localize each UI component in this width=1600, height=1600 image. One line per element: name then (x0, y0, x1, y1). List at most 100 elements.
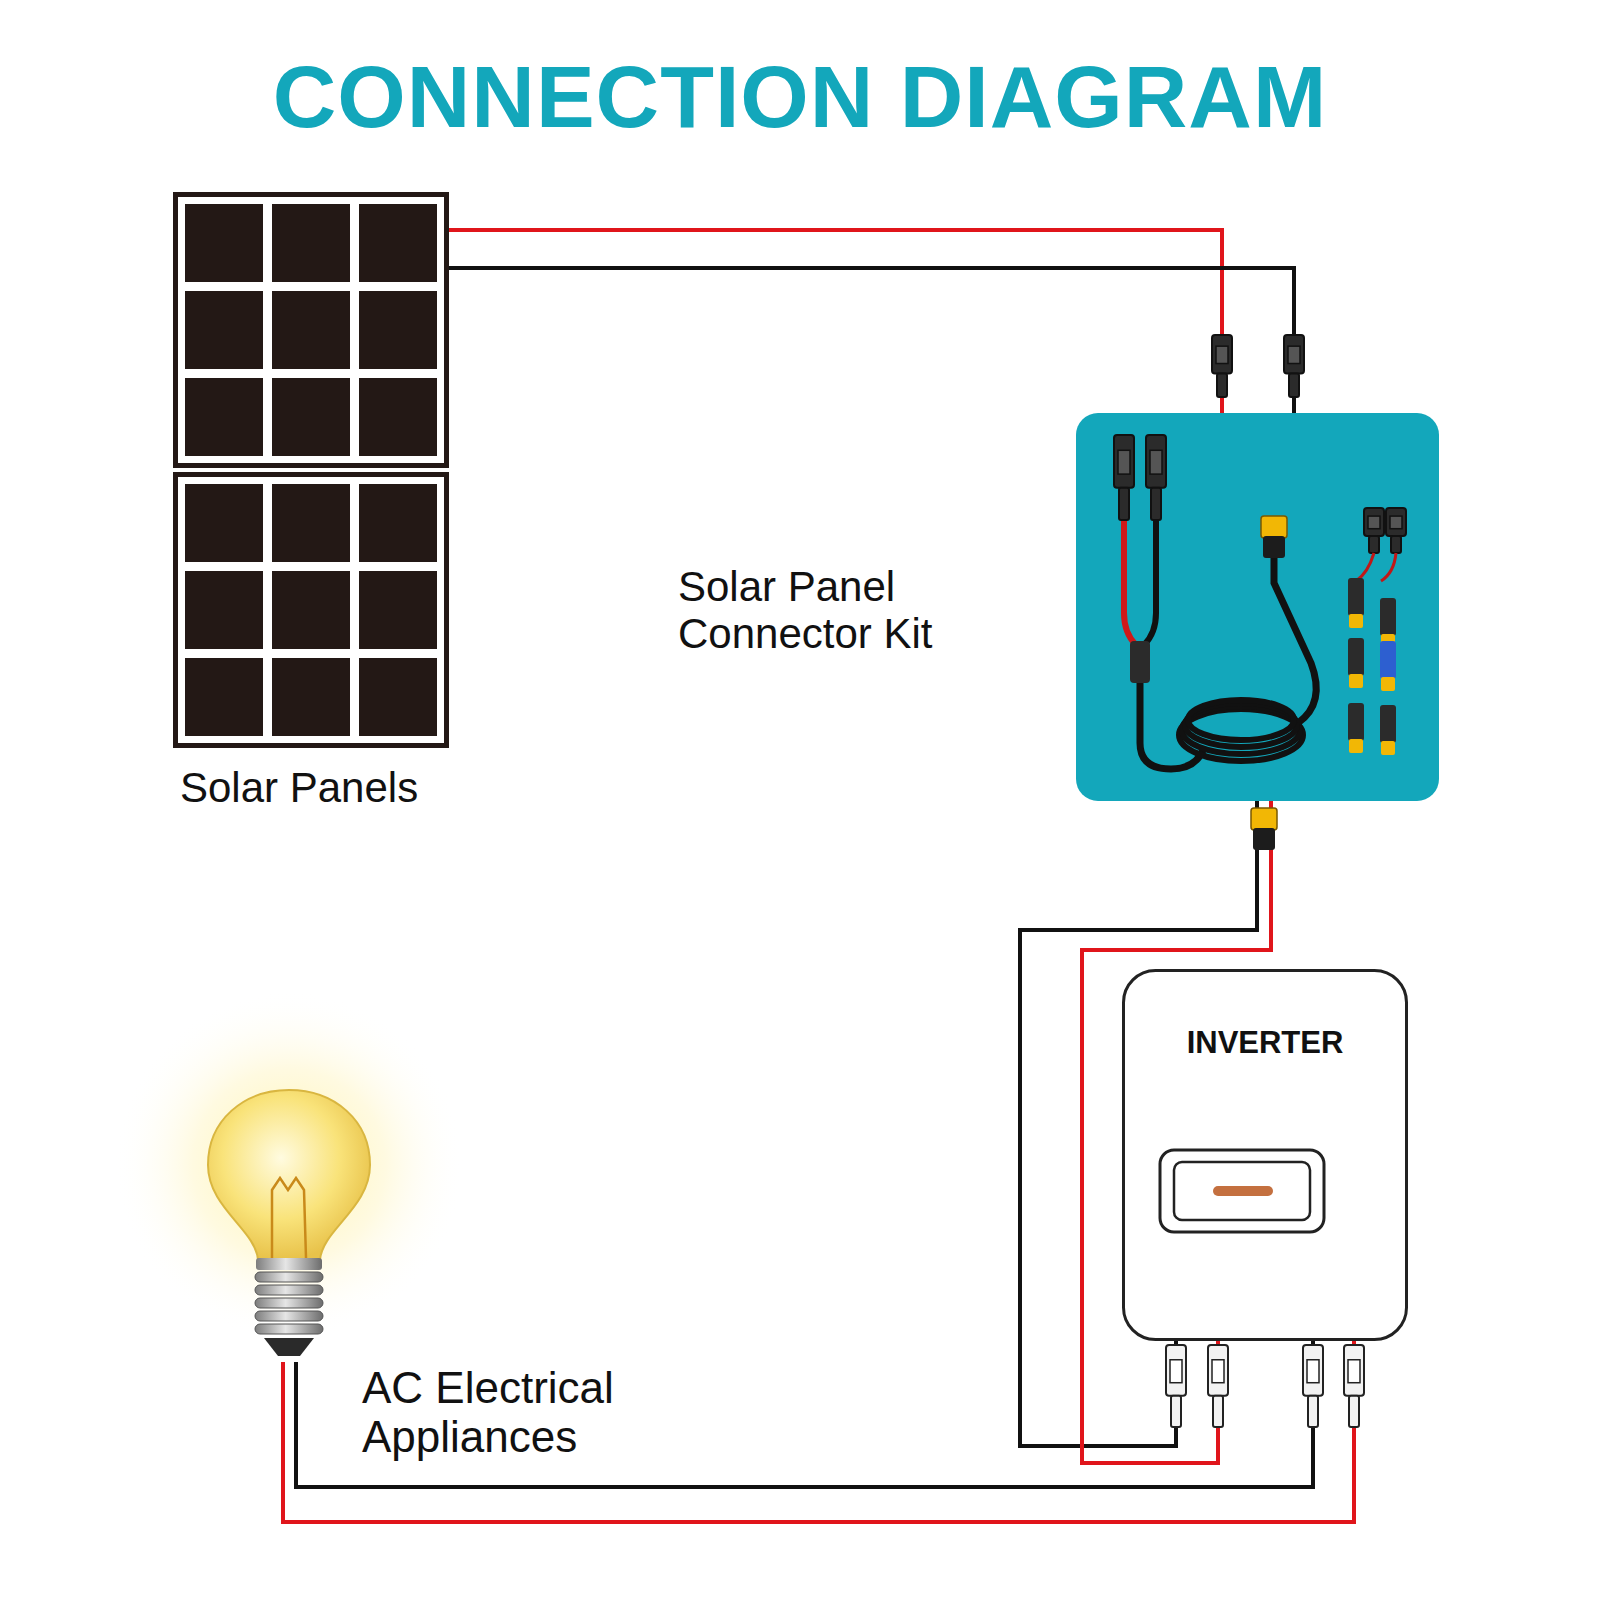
adapter-plug (1380, 705, 1396, 755)
module-frame (176, 475, 447, 746)
wire-pair (449, 230, 1294, 413)
diagram-title: CONNECTION DIAGRAM (0, 46, 1600, 148)
connector-body (1364, 508, 1384, 536)
connector-grip (1307, 1360, 1319, 1383)
connector-body (1284, 335, 1304, 373)
connector-tail (1119, 488, 1129, 520)
adapter-tip (1349, 674, 1363, 688)
connector-body (1208, 1345, 1228, 1396)
adapter-body (1380, 598, 1396, 636)
xt60-shell (1261, 516, 1287, 538)
appliance-bulb-shape (200, 1090, 378, 1362)
connector-grip (1118, 450, 1130, 474)
solar-panel-shape (173, 192, 449, 748)
inverter-box-shape (1122, 969, 1408, 1341)
appliance-bulb: AC Electrical Appliances (200, 1090, 378, 1362)
xt60-shell (1251, 808, 1277, 830)
connector-grip (1212, 1360, 1224, 1383)
adapter-tip (1381, 677, 1395, 691)
adapter-plug (1348, 578, 1364, 628)
adapter-body (1380, 641, 1396, 679)
cable-black (1144, 518, 1156, 645)
kit-panel (1076, 413, 1439, 801)
bulb-thread (255, 1311, 323, 1321)
solar-module (176, 195, 447, 466)
connector-body (1386, 508, 1406, 536)
connector-tail (1217, 373, 1227, 397)
solar-cell (272, 658, 350, 736)
connector-tail (1308, 1396, 1318, 1427)
solar-module (176, 475, 447, 746)
cable-coil (1188, 700, 1294, 740)
connector-tail (1391, 536, 1401, 553)
adapter-tip (1349, 739, 1363, 753)
xt60-boot (1253, 828, 1275, 850)
connector-body (1114, 435, 1134, 488)
solar-cell (185, 291, 263, 369)
connector-grip (1368, 516, 1380, 529)
adapter-body (1348, 703, 1364, 741)
connector-body (1212, 335, 1232, 373)
solar-cell (359, 571, 437, 649)
mc4-connector (1212, 335, 1232, 397)
mc4-connector (1146, 435, 1166, 520)
negative-wire (449, 268, 1294, 413)
inverter-housing (1124, 971, 1407, 1340)
inverter-display-frame (1160, 1150, 1324, 1232)
connector-body (1344, 1345, 1364, 1396)
inverter-box: INVERTER (1122, 969, 1408, 1341)
connector-grip (1216, 346, 1228, 363)
light-bulb (208, 1090, 370, 1356)
solar-cell (359, 484, 437, 562)
branch-connector (1130, 641, 1150, 683)
bulb-thread (255, 1298, 323, 1308)
connector-grip (1170, 1360, 1182, 1383)
positive-wire (449, 230, 1222, 413)
connector-grip (1390, 516, 1402, 529)
part-label: Solar Panels (180, 764, 418, 811)
solar-cell (272, 484, 350, 562)
solar-cell (359, 291, 437, 369)
adapter-tip (1381, 741, 1395, 755)
adapter-body (1348, 578, 1364, 616)
solar-cell (185, 571, 263, 649)
bulb-glow (114, 990, 464, 1340)
bulb-collar (256, 1258, 322, 1270)
solar-cell (185, 378, 263, 456)
solar-panel: Solar Panels (173, 192, 449, 748)
adapter-lead (1356, 553, 1396, 581)
cable-red (1124, 518, 1136, 645)
xt60-connector (1251, 808, 1277, 850)
positive-wire (283, 1341, 1354, 1522)
connector-tail (1369, 536, 1379, 553)
solar-cell (272, 204, 350, 282)
connector-tail (1151, 488, 1161, 520)
connector-body (1303, 1345, 1323, 1396)
mc4-connector (1208, 1345, 1228, 1427)
solar-cell (272, 571, 350, 649)
module-frame (176, 195, 447, 466)
bulb-thread (255, 1272, 323, 1282)
part-label: Solar Panel Connector Kit (678, 563, 978, 657)
connector-tail (1289, 373, 1299, 397)
mc4-connector (1364, 508, 1384, 553)
mc4-connector (1344, 1345, 1364, 1427)
connector-grip (1288, 346, 1300, 363)
connector-body (1166, 1345, 1186, 1396)
kit-illustration (1114, 435, 1406, 769)
status-led (1218, 1186, 1268, 1196)
xt60-boot (1263, 536, 1285, 558)
part-label: AC Electrical Appliances (362, 1363, 692, 1462)
connector-tail (1213, 1396, 1223, 1427)
bulb-thread (255, 1285, 323, 1295)
connector-tail (1171, 1396, 1181, 1427)
solar-cell (185, 204, 263, 282)
connector-body (1146, 435, 1166, 488)
extension-cable (1274, 553, 1316, 723)
solar-cell (359, 204, 437, 282)
adapter-plug (1380, 641, 1396, 691)
mc4-connector (1386, 508, 1406, 553)
solar-cell (359, 658, 437, 736)
connector-kit-shape (1076, 413, 1439, 801)
